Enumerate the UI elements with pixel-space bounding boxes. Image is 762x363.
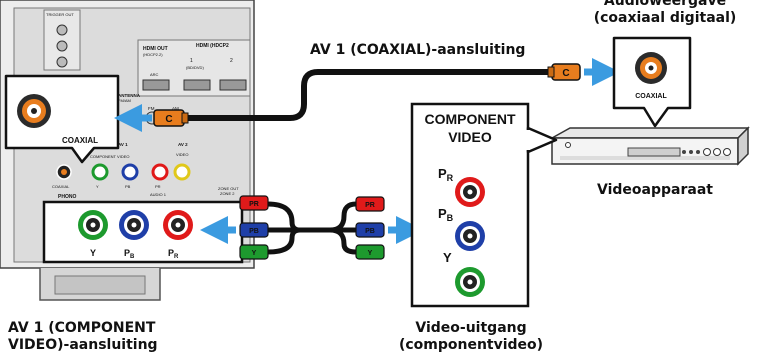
- hdmi-out-port: [142, 79, 170, 91]
- zoom-y-label: Y: [90, 248, 96, 258]
- plug-pr-receiver-label: PR: [249, 201, 259, 208]
- component-plug-pr-device: PR: [355, 196, 385, 212]
- hdmi-1-port: [183, 79, 211, 91]
- zoom-pr-label: PR: [168, 248, 179, 260]
- video-device-caption: Videoapparaat: [597, 182, 713, 198]
- coaxial-panel-label: COAXIAL: [52, 184, 70, 189]
- component-connection-caption-line2: VIDEO)-aansluiting: [8, 337, 158, 353]
- coax-connection-caption: AV 1 (COAXIAL)-aansluiting: [310, 42, 526, 58]
- zone-2-label: ZONE 2: [220, 191, 235, 196]
- coaxial-jack-zoom: COAXIAL: [4, 74, 120, 164]
- plug-pb-receiver-label: PB: [249, 228, 259, 235]
- panel-y-label: Y: [96, 184, 99, 189]
- component-title-line1: COMPONENT: [425, 111, 516, 127]
- coax-plug-device-letter: C: [562, 68, 569, 79]
- component-plug-y-device: Y: [355, 244, 385, 260]
- hdmi-2-label: 2: [230, 58, 233, 64]
- component-plug-y-receiver: Y: [239, 244, 269, 260]
- panel-pb-label: PB: [125, 184, 131, 189]
- component-cable: PR PB Y PR PB Y: [200, 195, 424, 260]
- antenna-label: ANTENNA: [118, 93, 141, 98]
- av1-label: AV 1: [118, 142, 128, 147]
- box-y-jack: [455, 267, 485, 297]
- zoom-y-jack: [78, 210, 108, 240]
- plug-pr-device-label: PR: [365, 202, 375, 209]
- plug-pb-device-label: PB: [365, 228, 375, 235]
- trigger-out-label: TRIGGER OUT: [46, 12, 74, 17]
- component-jacks-zoom: Y PB PR: [42, 200, 244, 264]
- audio1-label: AUDIO 1: [150, 192, 167, 197]
- component-video-output-callout: COMPONENT VIDEO PR PB Y: [410, 102, 558, 308]
- audio-output-caption-line1: Audioweergave: [603, 0, 727, 9]
- component-plug-pb-receiver: PB: [239, 222, 269, 238]
- coaxial-cable: C C: [114, 58, 620, 132]
- hdmi-2-port: [219, 79, 247, 91]
- av2-label: AV 2: [178, 142, 188, 147]
- device-coaxial-label: COAXIAL: [635, 93, 667, 100]
- video-output-caption-line2: (componentvideo): [398, 337, 544, 353]
- hdmi-out-sub-label: (HDCP2.2): [143, 52, 163, 57]
- component-video-panel-label: COMPONENT VIDEO: [90, 154, 130, 159]
- box-pb-jack: [455, 221, 485, 251]
- box-pr-jack: [455, 177, 485, 207]
- zoom-pb-label: PB: [124, 248, 135, 260]
- fm-label: FM: [148, 106, 155, 111]
- hdmi-label: HDMI (HDCP2: [196, 43, 229, 49]
- video-panel-label: VIDEO: [176, 152, 188, 157]
- component-plug-pb-device: PB: [355, 222, 385, 238]
- phono-label: PHONO: [58, 194, 76, 200]
- antenna-sub-label: FM/AM: [118, 98, 131, 103]
- hdmi-1-label: 1: [190, 58, 193, 64]
- zoom-pb-jack: [119, 210, 149, 240]
- plug-y-receiver-label: Y: [252, 250, 257, 257]
- hdmi-1-sub-label: (BD/DVD): [186, 65, 204, 70]
- panel-pr-label: PR: [155, 184, 161, 189]
- zoom-pr-jack: [163, 210, 193, 240]
- box-pb-label: PB: [438, 206, 454, 223]
- coax-plug-device: C: [547, 63, 581, 81]
- coax-plug-receiver: C: [153, 109, 189, 127]
- audio-output-caption-line2: (coaxiaal digitaal): [593, 10, 737, 26]
- component-plug-pr-receiver: PR: [239, 195, 269, 211]
- audio-device-coax-callout: COAXIAL: [612, 36, 692, 128]
- video-output-caption-line1: Video-uitgang: [415, 320, 527, 336]
- zone-out-label: ZONE OUT: [218, 186, 239, 191]
- arc-label: ARC: [150, 72, 159, 77]
- component-title-line2: VIDEO: [448, 129, 492, 145]
- video-device: [549, 126, 750, 166]
- box-y-label: Y: [443, 250, 452, 265]
- zoom-coaxial-label: COAXIAL: [62, 136, 98, 145]
- hdmi-out-label: HDMI OUT: [143, 46, 168, 52]
- am-label: AM: [172, 106, 179, 111]
- coax-plug-receiver-letter: C: [165, 114, 172, 125]
- plug-y-device-label: Y: [368, 250, 373, 257]
- component-connection-caption-line1: AV 1 (COMPONENT: [8, 320, 156, 336]
- box-pr-label: PR: [438, 166, 454, 183]
